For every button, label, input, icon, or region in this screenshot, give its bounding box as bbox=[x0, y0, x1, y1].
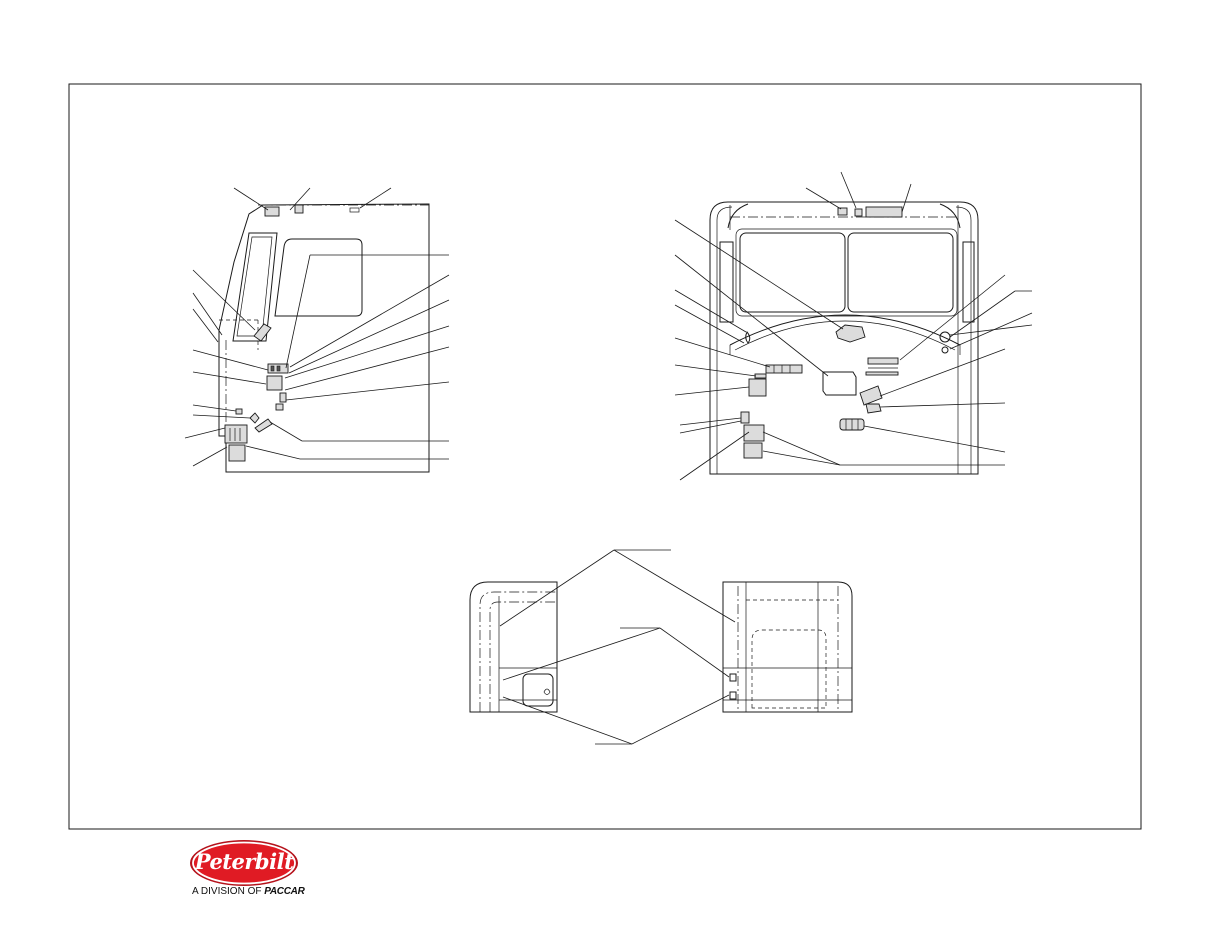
cab-side-view bbox=[184, 187, 450, 473]
tagline-prefix: A DIVISION OF bbox=[192, 886, 262, 897]
side-window bbox=[274, 238, 363, 317]
sleeper-access-door bbox=[522, 673, 554, 707]
tagline-brand: PACCAR bbox=[264, 886, 305, 897]
drawing-border bbox=[68, 83, 1142, 830]
sleeper-right-view bbox=[722, 581, 853, 713]
wheel-arch bbox=[729, 314, 961, 346]
peterbilt-oval-logo-icon bbox=[190, 840, 298, 886]
footer-logo: Peterbilt A DIVISION OF PACCAR bbox=[188, 838, 305, 900]
sleeper-left-outline bbox=[469, 581, 558, 713]
cab-rear-view bbox=[674, 171, 1033, 481]
cab-side-outline bbox=[218, 203, 430, 473]
sleeper-leaders bbox=[499, 549, 736, 745]
sleeper-left-view bbox=[469, 581, 558, 713]
windshield bbox=[232, 232, 278, 342]
logo-tagline: A DIVISION OF PACCAR bbox=[192, 886, 305, 897]
rear-window-right bbox=[847, 232, 954, 313]
cab-rear-outline bbox=[709, 201, 979, 475]
sleeper-right-outline bbox=[722, 581, 853, 713]
logo-wordmark: Peterbilt bbox=[194, 849, 294, 874]
rear-window-left bbox=[739, 232, 846, 313]
